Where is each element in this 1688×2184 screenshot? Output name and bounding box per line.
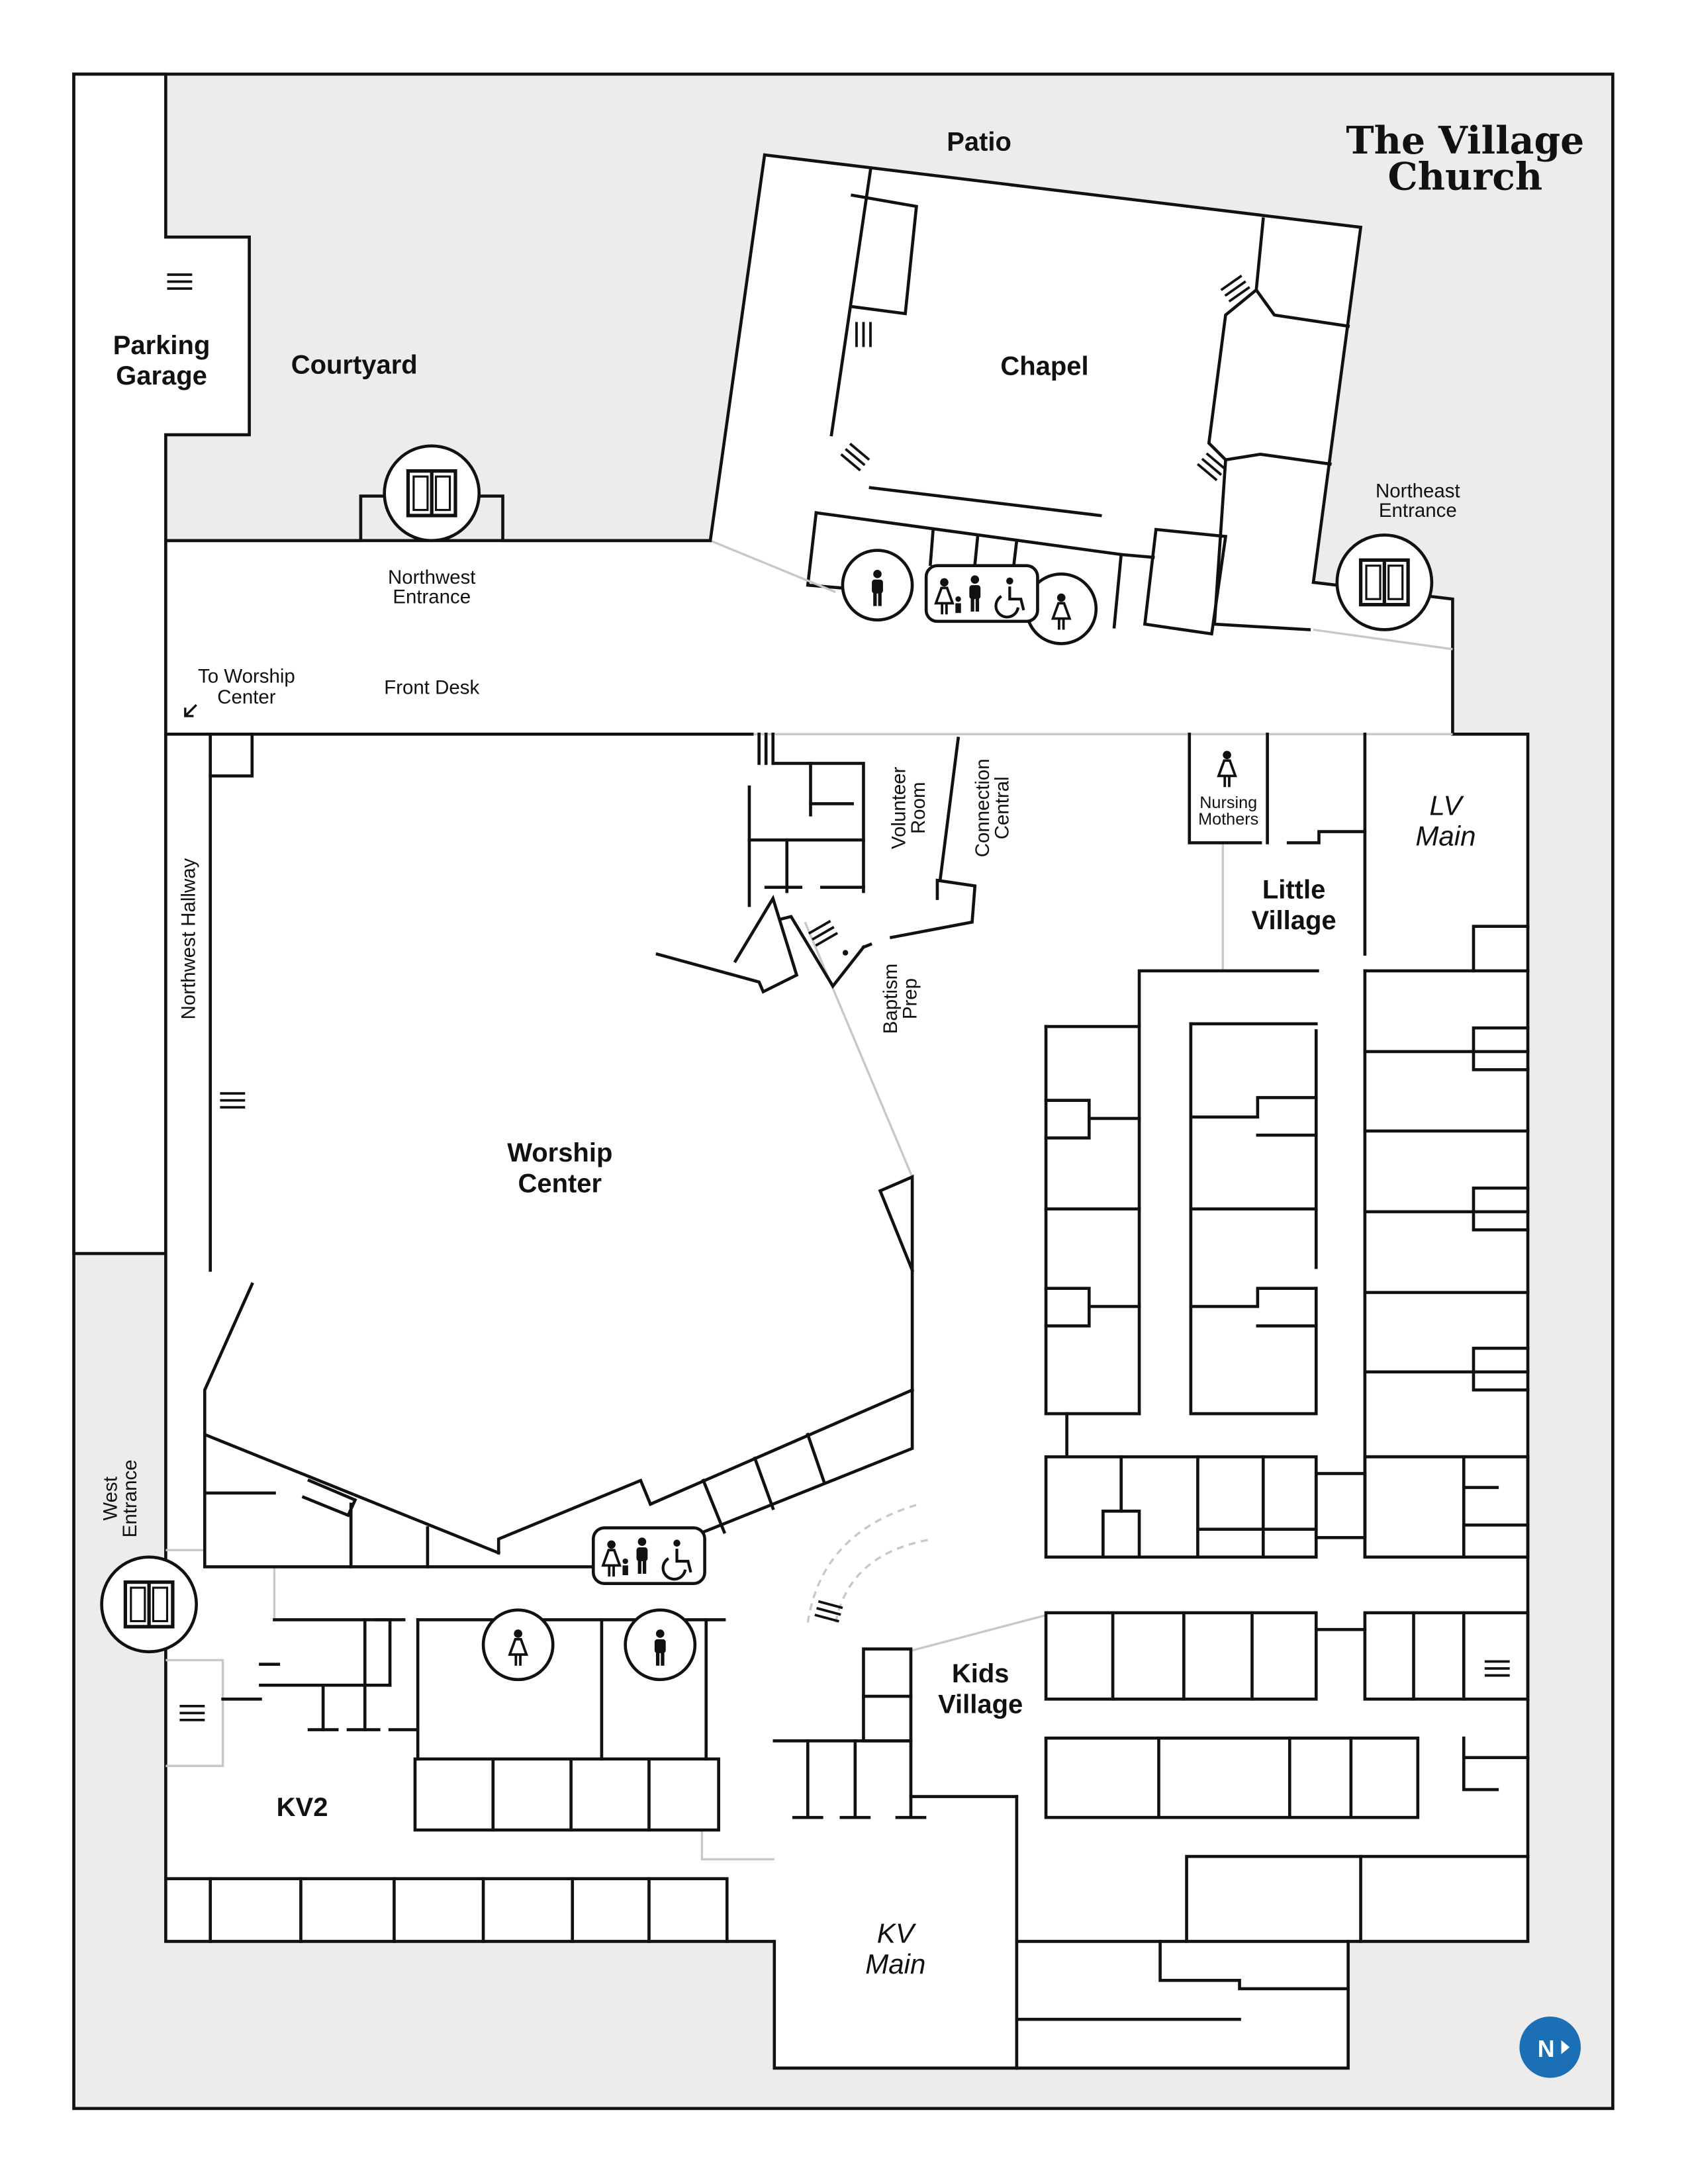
northwest-hallway-label: Northwest Hallway xyxy=(178,858,200,1019)
northwest-entrance-label-2: Entrance xyxy=(393,586,471,608)
north-label: N xyxy=(1538,2036,1555,2062)
connection-central-label-1: Connection xyxy=(972,758,994,857)
worship-label-2: Center xyxy=(518,1169,602,1198)
to-worship-label-1: To Worship xyxy=(198,665,295,687)
baptism-prep-label-2: Prep xyxy=(899,978,921,1019)
little-village-walls xyxy=(1044,732,1530,1559)
front-desk-label: Front Desk xyxy=(384,676,479,698)
kids-village-label-2: Village xyxy=(938,1690,1023,1719)
nursing-label-1: Nursing xyxy=(1199,794,1257,812)
northeast-entrance-door-icon[interactable] xyxy=(1337,535,1432,629)
restroom-icons xyxy=(481,549,1237,1682)
patio-label: Patio xyxy=(947,128,1011,157)
arrow-down-left-icon xyxy=(184,704,197,717)
nursing-label-2: Mothers xyxy=(1198,810,1258,829)
northeast-entrance-label-1: Northeast xyxy=(1376,480,1460,502)
kv-main-label-2: Main xyxy=(865,1948,925,1979)
building-floor xyxy=(164,153,1530,2070)
connection-central-label-2: Central xyxy=(991,776,1013,839)
lv-main-label-2: Main xyxy=(1415,821,1476,852)
worship-center-walls xyxy=(164,732,977,1623)
chapel-label: Chapel xyxy=(1000,351,1088,381)
arrow-right-icon xyxy=(1561,2040,1570,2054)
kv2-label: KV2 xyxy=(277,1793,328,1822)
kids-village-label-1: Kids xyxy=(952,1659,1009,1688)
little-village-label-1: Little xyxy=(1262,876,1325,905)
kv-main-label-1: KV xyxy=(877,1918,917,1949)
church-logo-line1: The Village xyxy=(1346,119,1584,163)
church-logo-line2: Church xyxy=(1388,156,1543,199)
northeast-entrance-label-2: Entrance xyxy=(1379,500,1457,522)
kids-village-walls xyxy=(773,1611,1530,2070)
parking-label-1: Parking xyxy=(113,331,211,360)
west-entrance-label-1: West xyxy=(100,1477,122,1521)
little-village-label-2: Village xyxy=(1252,906,1336,935)
west-entrance-label-2: Entrance xyxy=(119,1459,141,1537)
parking-label-2: Garage xyxy=(116,361,207,390)
west-entrance-door-icon[interactable] xyxy=(102,1557,197,1652)
parking-garage-area xyxy=(72,72,251,1255)
lv-main-label-1: LV xyxy=(1429,790,1464,821)
door-icon xyxy=(385,446,479,541)
baptism-prep-label-1: Baptism xyxy=(880,964,902,1034)
northwest-entrance-label-1: Northwest xyxy=(388,567,476,588)
courtyard-label: Courtyard xyxy=(291,350,418,379)
worship-label-1: Worship xyxy=(507,1138,612,1167)
volunteer-room-label-2: Room xyxy=(908,782,929,835)
to-worship-label-2: Center xyxy=(217,686,276,708)
volunteer-room-label-1: Volunteer xyxy=(888,766,910,849)
north-compass: N xyxy=(1519,2017,1581,2078)
chapel-walls xyxy=(806,168,1350,636)
northwest-entrance[interactable] xyxy=(164,446,712,541)
